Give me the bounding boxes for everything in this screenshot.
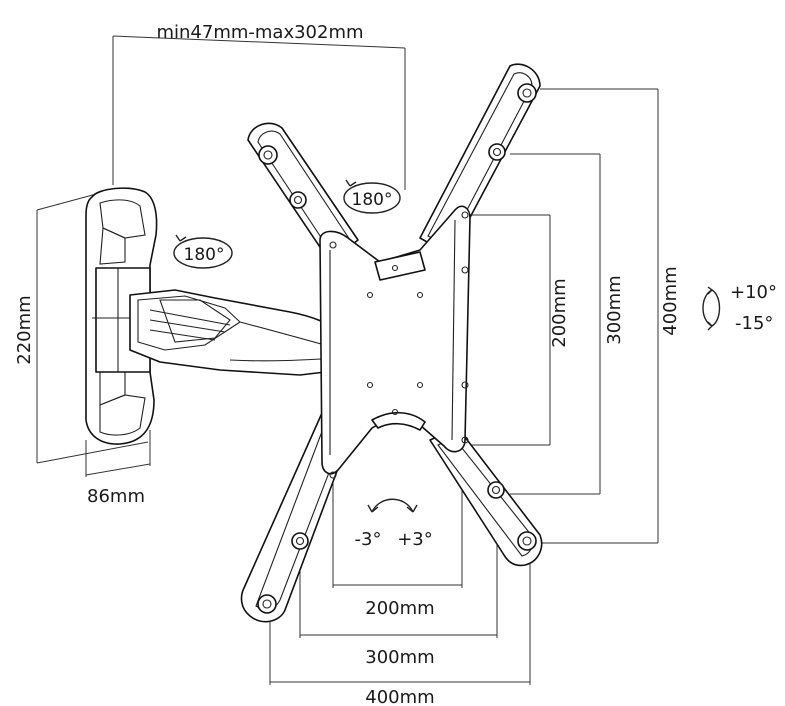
- extension-arm: [129, 289, 343, 376]
- vesa-vertical-400-label: 400mm: [660, 266, 681, 335]
- wall-plate-height-dimension: 220mm: [14, 192, 149, 464]
- swivel-wall-badge: 180°: [173, 234, 233, 269]
- vesa-vertical-200-label: 200mm: [549, 278, 570, 347]
- vesa-horizontal-300-label: 300mm: [365, 647, 434, 668]
- rotation-arrow-icon: [371, 498, 414, 513]
- vesa-vertical-300-label: 300mm: [604, 275, 625, 344]
- wall-plate-height-label: 220mm: [14, 295, 35, 364]
- vesa-horizontal-dimensions: 200mm 300mm 400mm: [269, 462, 531, 706]
- rotation-right-label: +3°: [397, 529, 433, 550]
- swivel-arm-badge: 180°: [343, 179, 401, 214]
- arm-extension-dimension: min47mm-max302mm: [112, 22, 406, 190]
- wall-plate-depth-dimension: 86mm: [85, 430, 151, 507]
- vesa-horizontal-200-label: 200mm: [365, 598, 434, 619]
- swivel-arm-label: 180°: [352, 190, 393, 210]
- vesa-bracket: [240, 63, 543, 623]
- vesa-horizontal-400-label: 400mm: [365, 687, 434, 706]
- arm-extension-label: min47mm-max302mm: [156, 22, 363, 43]
- rotation-indicator: -3° +3°: [355, 498, 433, 550]
- swivel-wall-label: 180°: [184, 245, 225, 265]
- tilt-up-label: +10°: [730, 282, 777, 303]
- tilt-down-label: -15°: [735, 313, 773, 334]
- rotation-left-label: -3°: [355, 529, 382, 550]
- tilt-indicator: +10° -15°: [702, 282, 777, 334]
- tilt-arrow-icon: [702, 289, 713, 327]
- vesa-vertical-dimensions: 200mm 300mm 400mm: [470, 88, 681, 544]
- wall-plate-depth-label: 86mm: [87, 486, 145, 507]
